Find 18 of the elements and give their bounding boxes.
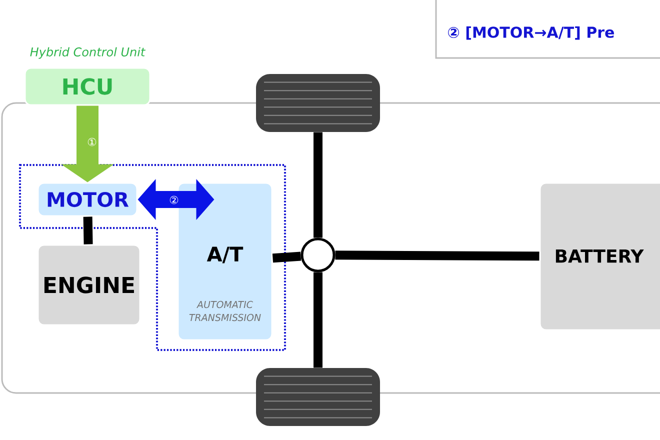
- note-box: ② [MOTOR→A/T] Pre: [435, 0, 660, 59]
- shaft-line: [272, 252, 302, 263]
- edge-label: ②: [170, 196, 178, 204]
- shaft-line: [83, 216, 93, 244]
- edge-label: ①: [88, 138, 96, 146]
- shaft-line: [314, 132, 322, 238]
- caption-text: Hybrid Control Unit: [30, 47, 146, 59]
- tire-drawing: [256, 74, 380, 132]
- dotted-group-outline: [19, 164, 286, 351]
- battery-box: BATTERY: [539, 182, 660, 331]
- differential-circle: [300, 238, 336, 272]
- control-unit-box: HCU: [24, 67, 151, 106]
- shaft-line: [314, 272, 322, 368]
- engine-box: ENGINE: [37, 244, 141, 326]
- tire-drawing: [256, 368, 380, 426]
- shaft-line: [335, 250, 540, 261]
- transmission-box: A/T AUTOMATIC TRANSMISSION: [177, 182, 273, 341]
- motor-box: MOTOR: [37, 182, 138, 217]
